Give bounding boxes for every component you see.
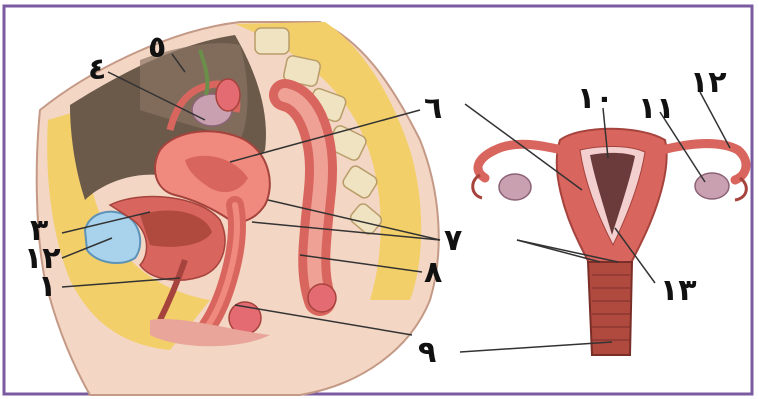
label-8: ٨ xyxy=(424,255,442,290)
anus xyxy=(308,284,336,312)
label-4: ٤ xyxy=(88,52,106,87)
label-11: ١١ xyxy=(638,91,675,126)
label-1: ١ xyxy=(38,269,56,304)
label-5: ٥ xyxy=(148,30,166,65)
label-10: ١٠ xyxy=(577,81,614,116)
fimbriae-sagittal xyxy=(216,79,240,111)
label-6: ٦ xyxy=(424,91,442,126)
label-7: ٧ xyxy=(444,223,462,258)
vagina-frontal xyxy=(588,262,632,355)
label-13: ١٣ xyxy=(660,273,697,308)
label-9: ٩ xyxy=(418,335,436,370)
label-12-right: ١٢ xyxy=(690,65,727,100)
ovary-right xyxy=(695,173,729,199)
ovary-left xyxy=(499,174,531,200)
